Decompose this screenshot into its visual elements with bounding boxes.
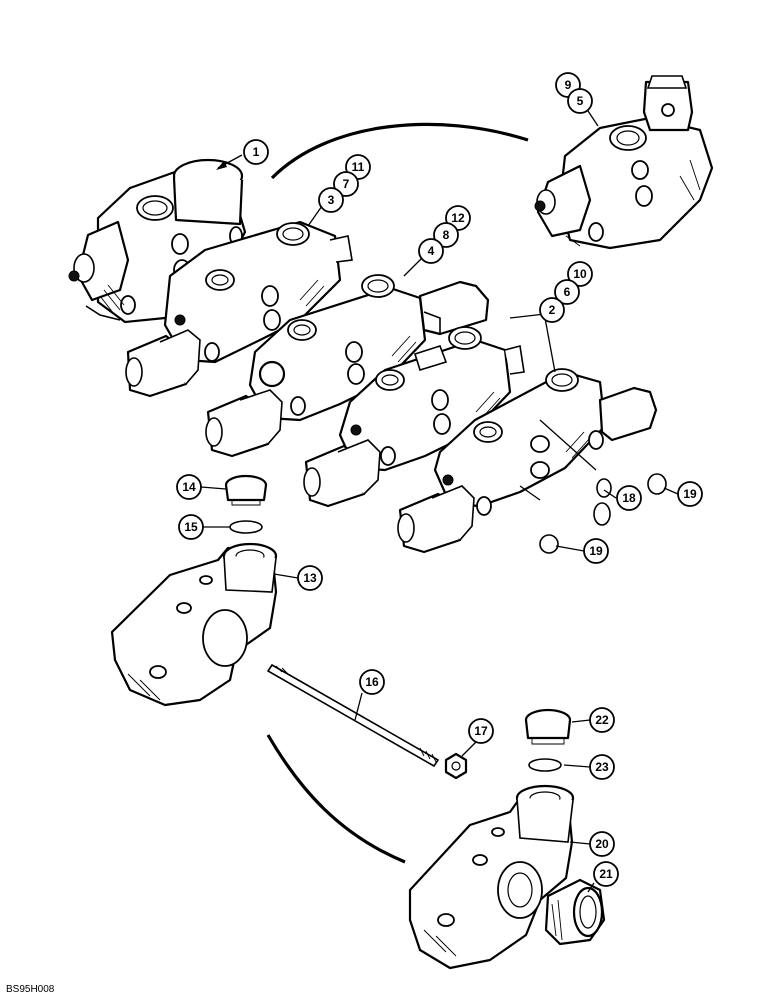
callout-1: 1 — [243, 139, 269, 165]
svg-text:21: 21 — [599, 867, 613, 881]
svg-text:23: 23 — [595, 760, 609, 774]
o-ring-15 — [229, 520, 263, 534]
svg-text:17: 17 — [474, 724, 488, 738]
svg-text:3: 3 — [328, 193, 335, 207]
o-ring-19-upper — [647, 473, 667, 495]
svg-text:15: 15 — [184, 520, 198, 534]
svg-text:12: 12 — [451, 211, 465, 225]
plug-14 — [224, 474, 268, 506]
callout-23: 23 — [589, 754, 615, 780]
working-section-3 — [125, 220, 353, 398]
callout-20: 20 — [589, 831, 615, 857]
callout-3: 3 — [318, 187, 344, 213]
svg-text:11: 11 — [352, 160, 365, 174]
callout-5: 5 — [567, 88, 593, 114]
plug-22 — [524, 708, 572, 745]
nut-17 — [444, 752, 468, 780]
svg-text:8: 8 — [443, 228, 450, 242]
end-cover-13 — [110, 542, 278, 707]
figure-reference-code: BS95H008 — [6, 984, 55, 995]
svg-text:18: 18 — [622, 491, 636, 505]
svg-text:7: 7 — [343, 177, 350, 191]
inlet-valve-section — [68, 158, 247, 324]
svg-text:13: 13 — [303, 571, 317, 585]
callout-8: 8 — [433, 222, 459, 248]
working-section-4 — [205, 274, 490, 458]
callout-7: 7 — [333, 171, 359, 197]
svg-text:9: 9 — [565, 78, 572, 92]
callout-17: 17 — [468, 718, 494, 744]
svg-text:16: 16 — [365, 675, 379, 689]
svg-text:5: 5 — [577, 94, 584, 108]
tie-rod-16 — [266, 663, 440, 768]
callout-12: 12 — [445, 205, 471, 231]
callout-15: 15 — [178, 514, 204, 540]
leader-lines — [200, 107, 679, 893]
callout-10: 10 — [567, 261, 593, 287]
svg-text:19: 19 — [683, 487, 697, 501]
callout-6: 6 — [554, 279, 580, 305]
svg-text:10: 10 — [573, 267, 587, 281]
svg-text:22: 22 — [595, 713, 609, 727]
callout-14: 14 — [176, 474, 202, 500]
svg-text:4: 4 — [428, 244, 435, 258]
working-section-2 — [397, 368, 658, 554]
callout-18: 18 — [616, 485, 642, 511]
assembly-sweep-arc-bottom — [266, 734, 406, 864]
callout-13: 13 — [297, 565, 323, 591]
o-ring-23 — [528, 758, 562, 772]
o-ring-19-lower-right — [593, 502, 611, 526]
working-section-6 — [303, 326, 525, 508]
svg-text:1: 1 — [253, 145, 260, 159]
assembly-sweep-arc-top — [270, 122, 529, 180]
svg-text:19: 19 — [589, 544, 603, 558]
svg-text:6: 6 — [564, 285, 571, 299]
callout-4: 4 — [418, 238, 444, 264]
svg-text:2: 2 — [549, 303, 556, 317]
callout-19-upper: 19 — [677, 481, 703, 507]
svg-text:20: 20 — [595, 837, 609, 851]
callout-2: 2 — [539, 297, 565, 323]
o-ring-18 — [596, 478, 612, 498]
callout-21: 21 — [593, 861, 619, 887]
callout-19-lower: 19 — [583, 538, 609, 564]
svg-text:14: 14 — [182, 480, 196, 494]
callout-16: 16 — [359, 669, 385, 695]
o-ring-19-lower — [539, 534, 559, 554]
end-cover-20 — [408, 784, 575, 970]
outlet-valve-section — [534, 75, 714, 250]
callout-22: 22 — [589, 707, 615, 733]
fitting-21 — [544, 878, 606, 946]
